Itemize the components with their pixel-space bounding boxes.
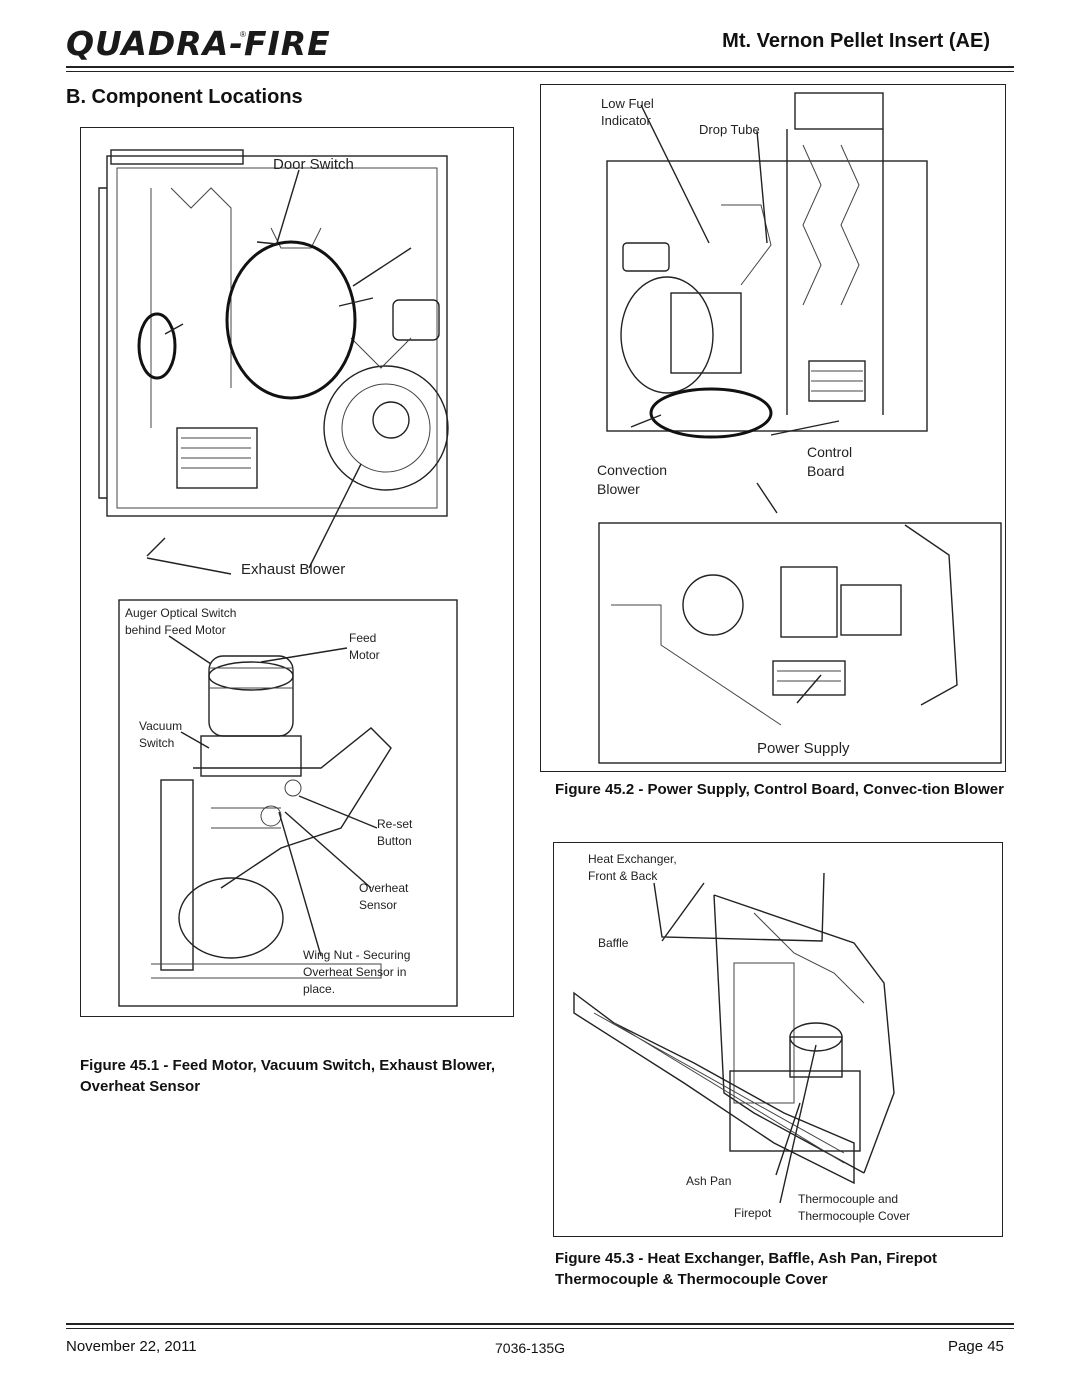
trademark-mark: ® [240,30,246,39]
figure-1-illustration [98,149,458,1007]
document-title: Mt. Vernon Pellet Insert (AE) [722,30,990,52]
label-firepot: Firepot [734,1206,772,1220]
label-overheat-sensor: Overheat Sensor [359,881,409,912]
label-low-fuel-indicator: Low Fuel Indicator [601,96,654,128]
label-door-switch: Door Switch [273,156,354,173]
label-feed-motor: Feed Motor [349,631,380,662]
label-wing-nut: Wing Nut - Securing Overheat Sensor in p… [303,948,411,996]
label-exhaust-blower: Exhaust Blower [241,561,346,578]
figure-1-caption: Figure 45.1 - Feed Motor, Vacuum Switch,… [80,1057,496,1095]
label-heat-exchanger: Heat Exchanger, Front & Back [588,852,677,883]
header-rule-thin [66,71,1014,72]
brand-logo: QUADRA-FIRE [66,24,331,63]
figure-2-illustration [598,92,1002,764]
label-convection-blower: Convection Blower [597,462,668,497]
figure-3-illustration [573,872,895,1204]
label-ash-pan: Ash Pan [686,1174,732,1188]
label-auger-optical-switch: Auger Optical Switch behind Feed Motor [125,606,237,637]
figure-2-frame: Low Fuel Indicator Drop Tube Convection … [540,84,1006,772]
label-vacuum-switch: Vacuum Switch [139,719,183,750]
label-power-supply: Power Supply [757,740,850,757]
label-thermocouple: Thermocouple and Thermocouple Cover [798,1192,911,1223]
label-drop-tube: Drop Tube [699,122,760,137]
footer-document-number: 7036-135G [495,1340,566,1356]
figure-2-caption: Figure 45.2 - Power Supply, Control Boar… [555,781,1004,798]
figure-3-frame: Heat Exchanger, Front & Back Baffle Ash … [553,842,1003,1237]
section-title: B. Component Locations [66,86,303,108]
figure-3-caption: Figure 45.3 - Heat Exchanger, Baffle, As… [555,1250,938,1288]
label-control-board: Control Board [807,444,853,479]
label-reset-button: Re-set Button [377,817,413,848]
footer-date: November 22, 2011 [66,1338,197,1355]
figure-1-frame: Door Switch Exhaust Blower Auger Optical… [80,127,514,1017]
header-rule [66,66,1014,68]
footer-page-number: Page 45 [948,1338,1004,1355]
footer-rule-thin [66,1328,1014,1329]
label-baffle: Baffle [598,936,629,950]
footer-rule [66,1323,1014,1325]
